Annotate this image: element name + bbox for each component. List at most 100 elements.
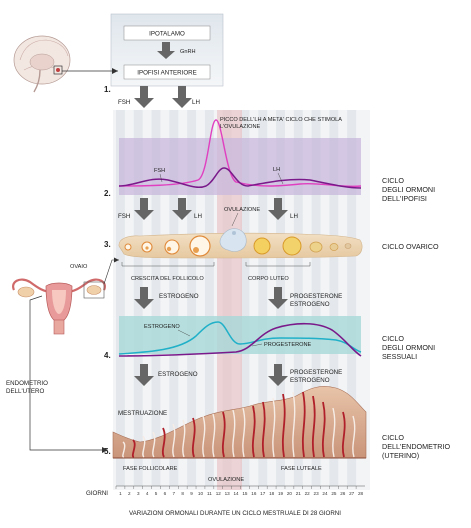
estrogen-label-1: ESTROGENO [159, 293, 199, 300]
endometrium-vessel [292, 391, 296, 458]
step-1: 1. [104, 85, 111, 94]
sex-hormones-line2: DEGLI ORMONI [382, 343, 435, 352]
progesterone-arrow-1 [268, 287, 288, 309]
lh-curve-label: LH [273, 167, 280, 173]
endometrium-vessel [221, 411, 226, 458]
estrogen-label-1b: ESTROGENO [290, 301, 330, 308]
endometrium-vessel [161, 427, 166, 458]
day-tick-label: 11 [207, 491, 212, 496]
corpus-luteum-bracket [245, 262, 311, 267]
estrogen-label-2: ESTROGENO [158, 371, 198, 378]
day-tick-label: 9 [190, 491, 193, 496]
ovulation-label: OVULAZIONE [224, 207, 260, 213]
follicle-growth-label: CRESCITA DEL FOLLICOLO [131, 276, 204, 282]
day-stripe [133, 110, 143, 486]
lh-label-2b: LH [290, 213, 298, 220]
day-stripe [151, 110, 161, 486]
ovulation-phase-label: OVULAZIONE [208, 477, 244, 483]
lh-arrow-top [172, 86, 192, 108]
day-stripe [240, 110, 250, 486]
day-tick-label: 19 [278, 491, 284, 496]
day-tick-label: 16 [251, 491, 257, 496]
day-tick-label: 21 [296, 491, 302, 496]
endometrium-vessel [321, 401, 326, 458]
estrogen-label-2b: ESTROGENO [290, 377, 330, 384]
menstruation-label: MESTRUAZIONE [118, 410, 167, 417]
brain-illustration [13, 35, 71, 93]
step-5: 5. [104, 447, 111, 456]
endometrium-vessel [182, 419, 186, 458]
day-stripe [258, 110, 268, 486]
day-tick-label: 5 [155, 491, 158, 496]
endometrium-vessel [352, 415, 356, 458]
endometrium-cycle-line2: DELL'ENDOMETRIO [382, 442, 450, 451]
lh-label-2a: LH [194, 213, 202, 220]
day-tick-label: 23 [314, 491, 320, 496]
step-2: 2. [104, 189, 111, 198]
day-tick-label: 6 [164, 491, 167, 496]
day-tick-label: 18 [269, 491, 275, 496]
endometrium-vessel [281, 393, 286, 458]
endometrium-vessel [332, 407, 336, 458]
day-tick-label: 10 [198, 491, 204, 496]
endometrium-label-line2: DELL'UTERO [6, 388, 45, 395]
progesterone-curve-label: PROGESTERONE [264, 342, 312, 348]
endometrium-vessel [311, 395, 316, 458]
step-4: 4. [104, 351, 111, 360]
endometrium-vessel [212, 413, 216, 458]
day-tick-label: 22 [305, 491, 311, 496]
day-stripe [329, 110, 339, 486]
lh-peak-note-line2: L'OVULAZIONE [220, 124, 261, 130]
endometrium-vessel [122, 441, 126, 458]
estrogen-arrow-2 [134, 364, 154, 386]
pituitary-cycle-line2: DEGLI ORMONI [382, 185, 435, 194]
lh-peak-note-line1: PICCO DELL'LH A META' CICLO CHE STIMOLA [220, 117, 342, 123]
endometrium-vessel [301, 391, 306, 458]
sex-hormones-line3: SESSUALI [382, 352, 417, 361]
sex-hormones-band [119, 316, 361, 354]
fsh-curve-label: FSH [154, 168, 165, 174]
estrogen-curve [118, 321, 362, 355]
day-tick-label: 3 [137, 491, 140, 496]
progesterone-curve [118, 322, 362, 357]
day-tick-label: 2 [128, 491, 131, 496]
endometrium-vessel [261, 401, 266, 458]
day-stripe [187, 110, 197, 486]
follicle-growth-bracket [121, 262, 215, 267]
step-3: 3. [104, 240, 111, 249]
endometrium-vessels [122, 391, 356, 458]
fsh-label-2: FSH [118, 213, 130, 220]
endometrium-vessel [172, 423, 176, 458]
days-label: GIORNI [86, 490, 108, 497]
hypothalamus-box [123, 25, 211, 41]
footer-caption: VARIAZIONI ORMONALI DURANTE UN CICLO MES… [129, 510, 341, 517]
estrogen-curve-label: ESTROGENO [144, 324, 180, 330]
endometrium-vessel [142, 435, 146, 458]
hypothalamus-label: IPOTALAMO [149, 31, 185, 38]
day-stripe [311, 110, 321, 486]
progesterone-label-2: PROGESTERONE [290, 369, 342, 376]
gnrh-label: GnRH [180, 49, 196, 55]
gnrh-arrow [157, 42, 175, 59]
lh-arrow-2a [172, 198, 192, 220]
pituitary-cycle-line1: CICLO [382, 176, 404, 185]
day-tick-label: 17 [260, 491, 266, 496]
endometrium-vessel [152, 431, 156, 458]
brain-arrowhead [112, 68, 118, 74]
luteal-phase-label: FASE LUTEALE [281, 466, 322, 472]
day-tick-label: 28 [358, 491, 364, 496]
progesterone-label-1: PROGESTERONE [290, 293, 342, 300]
fsh-curve [118, 167, 362, 189]
day-tick-label: 27 [349, 491, 355, 496]
follicular-phase-label: FASE FOLLICOLARE [123, 466, 178, 472]
day-tick-label: 13 [225, 491, 231, 496]
day-tick-label: 4 [146, 491, 149, 496]
anterior-pituitary-box [123, 64, 211, 80]
progesterone-arrow-2 [268, 364, 288, 386]
lh-curve [118, 119, 362, 188]
day-stripe [116, 110, 125, 486]
endometrium-vessel [242, 407, 246, 458]
endometrium-vessel [232, 409, 236, 458]
day-tick-label: 15 [242, 491, 248, 496]
endometrium-vessel [202, 415, 206, 458]
